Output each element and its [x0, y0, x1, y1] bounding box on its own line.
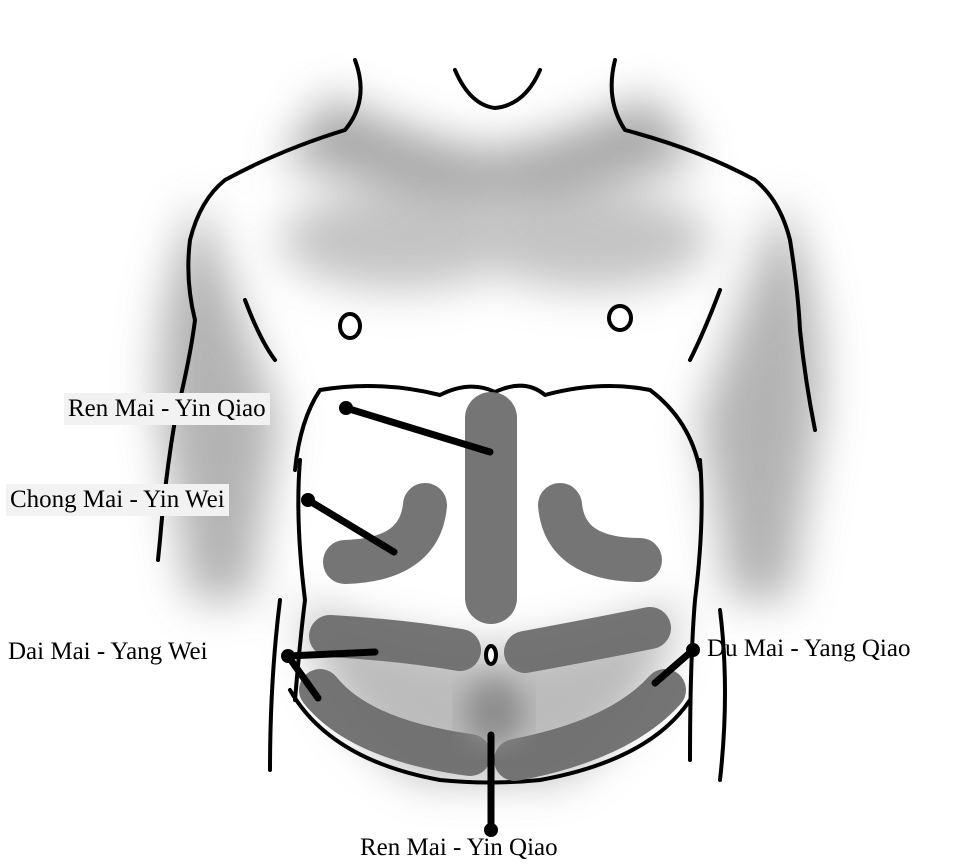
label-chong-mai: Chong Mai - Yin Wei — [6, 484, 229, 516]
dai-mai-band-left — [330, 636, 460, 650]
collarbone-notch — [455, 70, 540, 108]
dai-mai-band-right — [525, 628, 650, 652]
chong-mai-band-right — [560, 505, 640, 560]
label-dai-mai: Dai Mai - Yang Wei — [4, 636, 212, 668]
right-nipple — [609, 306, 631, 330]
right-waist-outline — [690, 460, 702, 760]
pointer-dai-mai-a — [288, 652, 375, 656]
right-chest-line — [690, 290, 720, 360]
left-nipple — [340, 314, 360, 338]
left-arm-inner-outline — [270, 600, 280, 770]
label-ren-mai-lower: Ren Mai - Yin Qiao — [356, 832, 562, 864]
navel — [486, 646, 496, 664]
label-du-mai: Du Mai - Yang Qiao — [703, 633, 914, 665]
label-ren-mai-upper: Ren Mai - Yin Qiao — [64, 393, 270, 425]
